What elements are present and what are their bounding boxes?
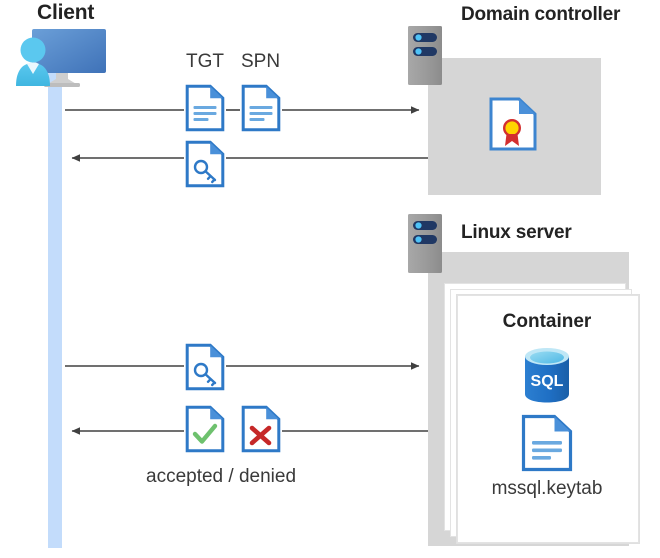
sql-label: SQL <box>531 373 564 390</box>
keytab-document-icon <box>521 414 573 472</box>
linux-server-title: Linux server <box>461 222 572 243</box>
denied-cross-document-icon <box>241 405 281 453</box>
server-rack-icon <box>408 26 442 85</box>
client-title: Client <box>37 1 95 24</box>
client-computer-icon <box>16 29 106 87</box>
keytab-filename-label: mssql.keytab <box>491 478 603 499</box>
accepted-check-document-icon <box>185 405 225 453</box>
certificate-document-icon <box>489 97 537 151</box>
spn-label: SPN <box>241 51 281 72</box>
tgt-label: TGT <box>186 51 224 72</box>
domain-controller-title: Domain controller <box>461 4 621 25</box>
ticket-key-document-icon <box>185 343 225 391</box>
sql-database-icon: SQL <box>525 348 569 403</box>
tgt-document-icon <box>185 84 225 132</box>
ticket-key-document-icon <box>185 140 225 188</box>
accepted-denied-label: accepted / denied <box>146 466 297 487</box>
spn-document-icon <box>241 84 281 132</box>
client-lifeline <box>48 60 62 548</box>
server-rack-icon <box>408 214 442 273</box>
container-title: Container <box>502 311 592 332</box>
